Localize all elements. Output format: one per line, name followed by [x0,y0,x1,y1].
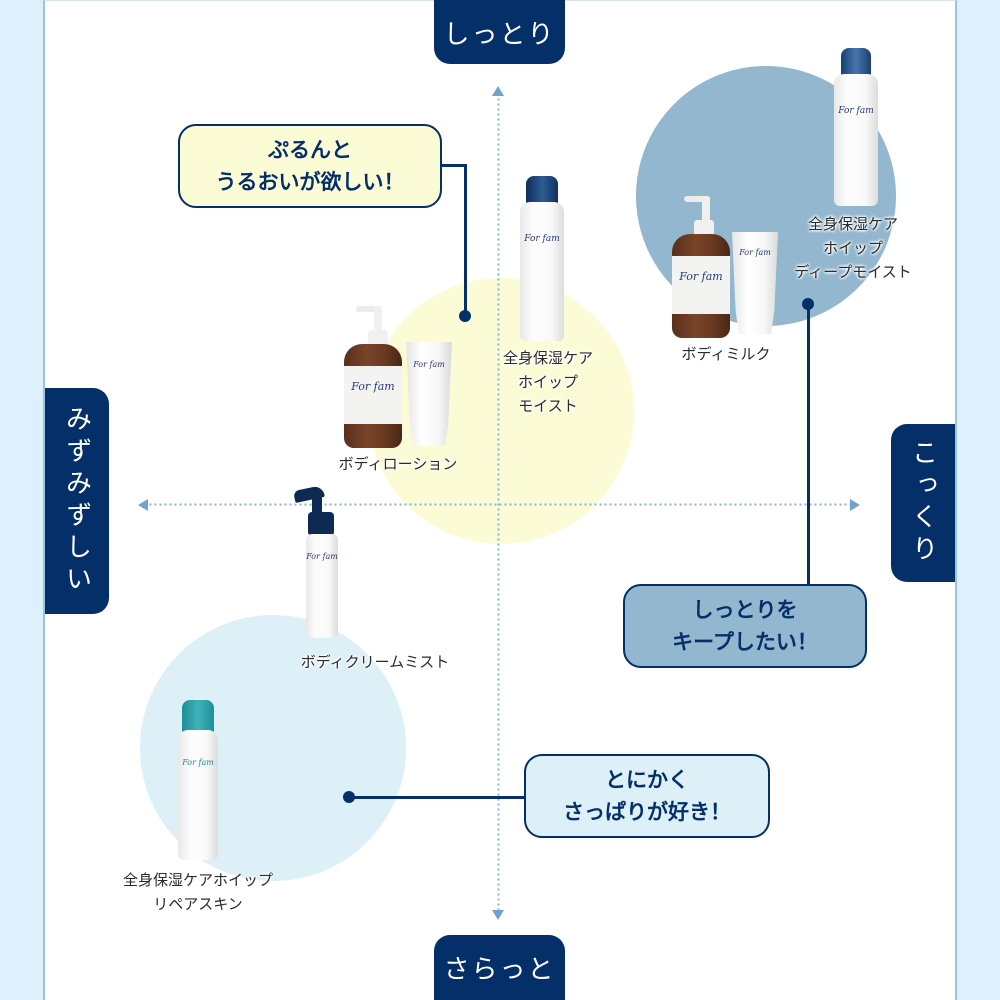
axis-label-moist: しっとり [434,0,565,64]
product-whip-moist[interactable]: For fam [520,176,564,341]
body-lotion-tube-image [406,342,452,446]
vertical-axis [497,92,500,912]
callout-keep-moist: しっとりを キープしたい！ [623,584,867,668]
brand-logo: For fam [182,758,214,767]
brand-logo: For fam [679,270,723,283]
arrow-left-icon [138,499,148,511]
body-cream-mist-bottle-image [306,534,338,638]
product-whip-deep-moist[interactable]: For fam [834,48,878,206]
label-line: 全身保湿ケアホイップ [122,871,273,889]
connector-dot-sky [343,791,355,803]
connector-dot-steel [802,298,814,310]
product-body-cream-mist[interactable]: For fam [293,485,344,640]
product-label-body-lotion: ボディローション [338,455,458,473]
callout-line1: とにかく [605,768,689,792]
label-line: ホイップ [822,239,883,257]
label-line: ディープモイスト [794,263,912,281]
callout-line2: さっぱりが好き！ [563,800,731,824]
arrow-up-icon [492,86,504,96]
callout-line2: キープしたい！ [672,630,818,654]
product-label-whip-moist: 全身保湿ケア ホイップ モイスト [478,346,618,418]
brand-logo: For fam [524,234,560,244]
horizontal-axis [148,503,852,506]
brand-logo: For fam [838,106,874,116]
callout-line2: うるおいが欲しい！ [215,170,405,194]
axis-label-rich: こっくり [891,424,955,582]
callout-plump-moisture: ぷるんと うるおいが欲しい！ [178,124,442,208]
product-label-body-cream-mist: ボディクリームミスト [300,653,450,671]
connector-steel-v [807,304,810,586]
axis-label-smooth: さらっと [434,935,565,1000]
product-label-body-milk: ボディミルク [681,345,771,363]
callout-line1: しっとりを [692,598,798,622]
brand-logo: For fam [306,552,338,561]
label-line: ホイップ [517,373,578,391]
connector-yellow-v [464,164,467,316]
brand-logo: For fam [351,380,395,393]
product-label-whip-repair-skin: 全身保湿ケアホイップ リペアスキン [100,868,296,916]
connector-yellow-h [442,164,466,167]
axis-label-fresh: みずみずしい [45,388,109,614]
brand-logo: For fam [739,248,771,257]
product-label-whip-deep-moist: 全身保湿ケア ホイップ ディープモイスト [778,212,928,284]
product-body-milk[interactable]: For fam For fam [672,192,778,338]
connector-sky-h [348,796,526,799]
product-whip-repair-skin[interactable]: For fam [178,700,218,860]
whip-repair-skin-can-image: For fam [178,700,218,860]
label-line: モイスト [518,397,578,415]
product-body-lotion[interactable]: For fam For fam [344,302,452,448]
brand-logo: For fam [413,360,445,369]
body-milk-tube-image [732,232,778,334]
callout-refreshing: とにかく さっぱりが好き！ [524,754,770,838]
arrow-right-icon [850,499,860,511]
arrow-down-icon [492,910,504,920]
whip-moist-can-image: For fam [520,176,564,341]
label-line: 全身保湿ケア [807,215,898,233]
connector-dot-yellow [459,310,471,322]
label-line: 全身保湿ケア [502,349,593,367]
whip-deep-moist-can-image: For fam [834,48,878,206]
callout-line1: ぷるんと [268,138,352,162]
label-line: リペアスキン [153,895,243,913]
